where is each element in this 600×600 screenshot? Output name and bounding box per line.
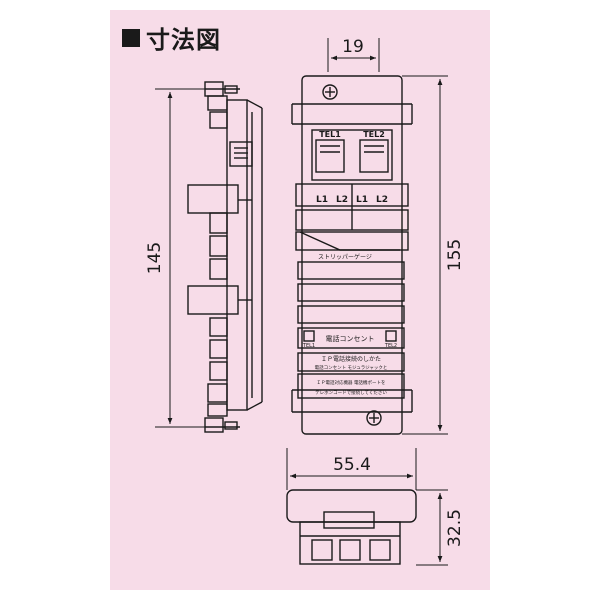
label-outlet-tel2: TEL2 <box>384 343 397 349</box>
label-l1-b: L1 <box>356 195 368 205</box>
dim-width-top: 19 <box>342 37 364 57</box>
label-l1-a: L1 <box>316 195 328 205</box>
dim-width-front: 55.4 <box>333 455 371 475</box>
label-ip-heading: ＩＰ電話接続のしかた <box>321 355 381 363</box>
title-text: 寸法図 <box>146 26 221 54</box>
label-tel1: TEL1 <box>319 130 341 139</box>
side-view <box>155 81 263 433</box>
title-square-icon <box>122 28 140 47</box>
label-ip-line3: テレホンコードで接続してください <box>315 389 387 396</box>
front-view <box>291 38 448 435</box>
label-l2-a: L2 <box>336 195 348 205</box>
dim-depth-bottom: 32.5 <box>445 509 465 547</box>
label-l2-b: L2 <box>376 195 388 205</box>
diagram-title: 寸法図 <box>122 20 221 55</box>
label-tel2: TEL2 <box>363 130 385 139</box>
label-brand: ストリッパーゲージ <box>318 253 372 261</box>
bottom-view <box>286 448 448 566</box>
diagram-panel <box>110 10 490 590</box>
label-ip-line1: 電話コンセント モジュラジャックと <box>315 364 388 371</box>
label-ip-line2: ＩＰ電話対応機器 電話機ポートを <box>317 379 386 386</box>
label-outlet-tel1: TEL1 <box>302 343 315 349</box>
label-outlet-title: 電話コンセント <box>326 334 375 343</box>
dim-height-front: 155 <box>445 239 465 271</box>
dim-height-side: 145 <box>145 242 165 274</box>
